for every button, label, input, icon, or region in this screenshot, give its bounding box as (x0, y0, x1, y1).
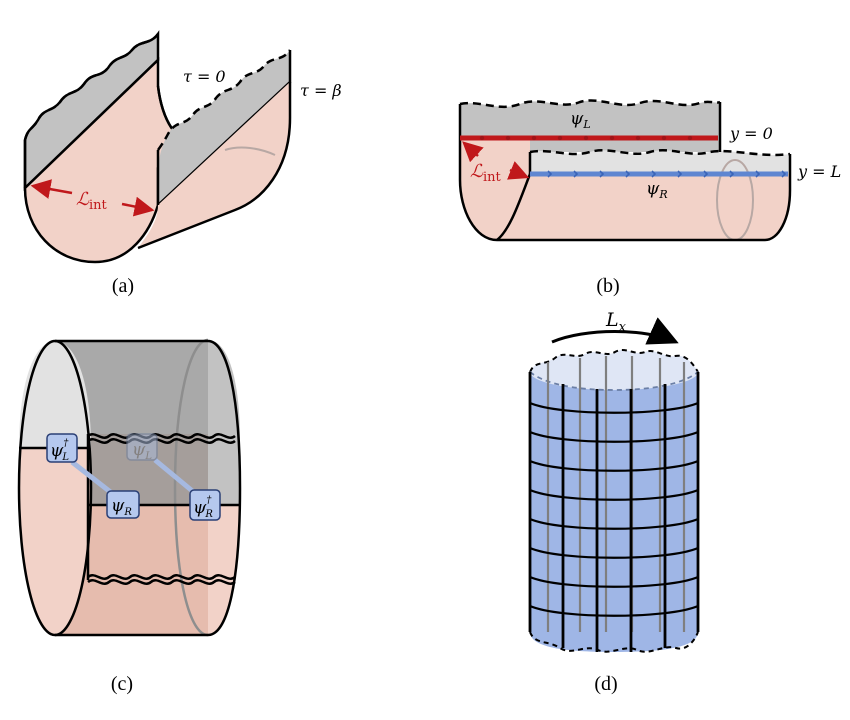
svg-text:ψ†R: ψ†R (193, 495, 213, 520)
inner-gray-strip (88, 434, 208, 505)
ring-lines (529, 401, 699, 617)
top-dashed-edge (529, 349, 699, 373)
upper-dashed-edge (459, 99, 721, 109)
svg-text:ψ†L: ψ†L (50, 438, 69, 463)
right-cylinder-back-curve (224, 146, 276, 156)
panel-c: ψ†L ψL ψR ψ†R (c) (17, 338, 242, 695)
caption-c: (c) (111, 673, 133, 695)
caption-b: (b) (596, 275, 619, 297)
interaction-label-b: ℒint (470, 161, 501, 185)
upper-gray-body (55, 340, 208, 448)
link-psiL-dagger-psiR (70, 460, 115, 496)
psi-right-label: ψR (646, 179, 668, 201)
link-psiL-psiR-dagger (153, 458, 198, 496)
y-zero-label: y = 0 (729, 124, 773, 143)
lower-wavy-cut (87, 574, 236, 585)
front-grid-lines (528, 372, 700, 652)
red-line-dots (479, 135, 693, 141)
psi-left-label: ψL (570, 109, 591, 131)
bottom-dashed-edge (529, 631, 699, 653)
circumference-arrow (551, 317, 679, 345)
box-psi-R-dagger: ψ†R (189, 489, 221, 521)
interaction-arrow-left (30, 179, 73, 199)
interaction-arrow-upper (462, 141, 484, 163)
box-psi-L-dagger: ψ†L (46, 433, 78, 463)
box-psi-L-back: ψL (126, 433, 158, 462)
right-end-cap-upper (208, 340, 240, 505)
right-wall-dashed-edge (156, 49, 292, 151)
tau-beta-label: τ = β (300, 81, 342, 100)
svg-text:ψR: ψR (111, 496, 132, 518)
caption-d: (d) (594, 673, 617, 695)
blue-line-chevrons (547, 170, 787, 178)
left-inner-curve (496, 173, 532, 241)
interaction-arrow-right (121, 196, 155, 217)
panel-d: Lx (d) (528, 309, 700, 695)
right-wall-surface (158, 50, 290, 205)
box-psi-R: ψR (106, 490, 140, 519)
svg-text:ψL: ψL (132, 440, 152, 462)
circumference-label: Lx (605, 309, 627, 335)
cylinder-body (530, 372, 698, 652)
right-cap-back-rim (173, 338, 209, 637)
caption-a: (a) (112, 275, 134, 297)
panel-a: ℒint τ = 0 τ = β (a) (23, 30, 342, 297)
left-end-cap-upper (19, 341, 91, 448)
right-half-cylinder (138, 82, 290, 248)
interaction-label: ℒint (76, 189, 107, 213)
lower-dashed-edge (529, 149, 791, 157)
tau-zero-label: τ = 0 (183, 67, 226, 86)
upper-wavy-cut (87, 433, 236, 444)
left-wall-dashed-edge (23, 33, 160, 141)
lower-pink-body (55, 505, 208, 635)
y-L-label: y = L (797, 162, 841, 181)
interaction-arrow-lower (507, 161, 530, 180)
pink-cylinder-body (460, 138, 790, 240)
right-cylinder-outline (137, 82, 292, 250)
right-cap-outline (207, 339, 242, 637)
panel-b: ℒint ψL ψR y = 0 y = L (b) (458, 99, 841, 297)
